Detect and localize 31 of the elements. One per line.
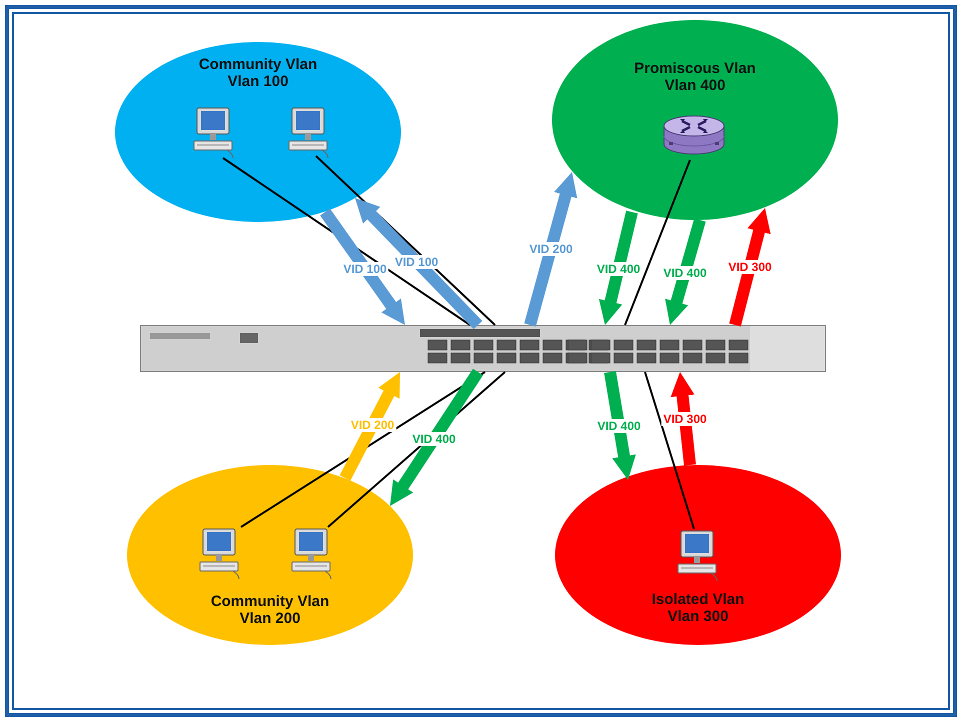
block-arrow [320, 208, 405, 325]
network-switch-drawing [140, 325, 826, 372]
computer-icon [675, 529, 719, 581]
block-arrow [665, 218, 706, 325]
vlan-title: Promiscous Vlan Vlan 400 [633, 60, 757, 94]
edge-label: VID 300 [726, 260, 774, 274]
block-arrow [524, 172, 578, 327]
block-arrow [340, 372, 400, 481]
block-arrow [670, 372, 696, 466]
edge-label: VID 400 [594, 262, 642, 276]
edge-label: VID 400 [661, 266, 709, 280]
block-arrow [598, 210, 638, 325]
block-arrow [355, 198, 482, 330]
block-arrow [390, 368, 484, 506]
edge-label: VID 400 [410, 432, 458, 446]
cable-line [644, 372, 695, 530]
edge-label: VID 300 [661, 412, 709, 426]
block-arrow [729, 208, 771, 326]
computer-icon [289, 527, 333, 579]
computer-icon [191, 106, 235, 158]
edge-label: VID 200 [348, 418, 396, 432]
edge-label: VID 100 [341, 262, 389, 276]
edge-label: VID 400 [595, 419, 643, 433]
vlan-title: Isolated Vlan Vlan 300 [650, 591, 746, 625]
computer-icon [286, 106, 330, 158]
edge-label: VID 200 [527, 242, 575, 256]
vlan-title: Community Vlan Vlan 200 [210, 593, 330, 627]
block-arrow [604, 371, 636, 480]
computer-icon [197, 527, 241, 579]
edge-label: VID 100 [392, 254, 440, 268]
vlan-title: Community Vlan Vlan 100 [198, 56, 318, 90]
